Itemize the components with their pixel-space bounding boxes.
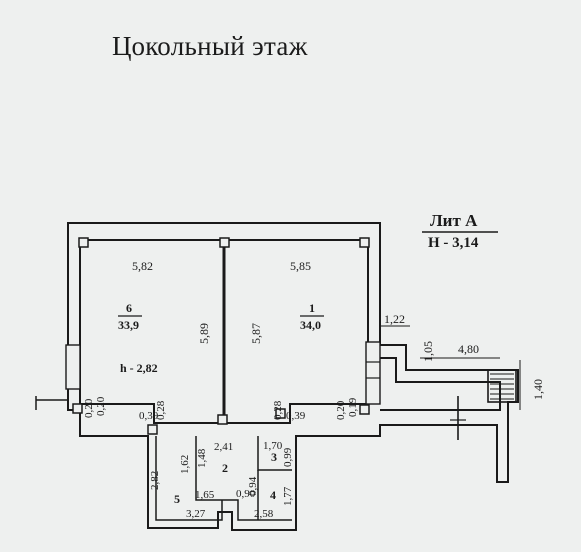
- dim-0-39-a: 0,39: [139, 410, 159, 422]
- inner-wall: [79, 239, 369, 424]
- column-8: [359, 404, 370, 415]
- dim-5-87: 5,87: [249, 323, 263, 344]
- corridor-inner-wall: [380, 357, 501, 411]
- column-2: [219, 237, 230, 248]
- dim-1-48: 1,48: [196, 448, 208, 468]
- page-title: Цокольный этаж: [112, 31, 308, 61]
- dim-0-39-b: 0,39: [286, 410, 306, 422]
- window-right: [365, 341, 381, 405]
- dim-1-62: 1,62: [179, 454, 191, 474]
- room-6-number: 6: [126, 301, 132, 315]
- dim-0-94: 0,94: [247, 476, 259, 496]
- column-5: [147, 424, 158, 435]
- dim-0-20-b: 0,20: [95, 396, 107, 416]
- room-6-area: 33,9: [118, 318, 139, 332]
- room-6-height: h - 2,82: [120, 361, 158, 375]
- column-1: [78, 237, 89, 248]
- dim-4-80: 4,80: [458, 342, 479, 356]
- dim-1-22: 1,22: [384, 312, 405, 326]
- dim-1-65: 1,65: [195, 489, 215, 501]
- lit-label: Лит А: [430, 211, 478, 230]
- dim-2-41: 2,41: [214, 441, 234, 453]
- column-3: [359, 237, 370, 248]
- room-1-number: 1: [309, 301, 315, 315]
- dim-1-77: 1,77: [282, 486, 294, 506]
- dim-5-89: 5,89: [197, 323, 211, 344]
- column-4: [72, 403, 83, 414]
- room-4-number: 4: [270, 488, 276, 502]
- dim-0-20-a: 0,20: [83, 398, 95, 418]
- dim-1-70: 1,70: [263, 440, 283, 452]
- column-7: [275, 408, 286, 419]
- dim-0-19: 0,19: [347, 397, 359, 417]
- dim-0-28-b: 0,28: [272, 400, 284, 420]
- dim-0-28-a: 0,28: [155, 400, 167, 420]
- room-3-number: 3: [271, 450, 277, 464]
- dim-5-85: 5,85: [290, 259, 311, 273]
- dim-3-27: 3,27: [186, 508, 206, 520]
- dim-2-82: 2,82: [149, 470, 161, 490]
- dim-0-20-c: 0,20: [335, 400, 347, 420]
- dim-0-90: 0,90: [236, 488, 256, 500]
- dim-1-40: 1,40: [531, 379, 545, 400]
- room-5-number: 5: [174, 492, 180, 506]
- lit-height: Н - 3,14: [428, 235, 479, 251]
- stair-block: [487, 369, 517, 403]
- outer-wall: [67, 222, 519, 531]
- dim-0-99: 0,99: [282, 447, 294, 467]
- room-2-wall: [195, 436, 292, 521]
- room-5-wall: [155, 436, 223, 521]
- room-1-area: 34,0: [300, 318, 321, 332]
- room-2-number: 2: [222, 461, 228, 475]
- column-6: [217, 414, 228, 425]
- stair-treads: [490, 373, 514, 400]
- window-left: [65, 344, 81, 390]
- dim-1-05: 1,05: [421, 341, 435, 362]
- entry-step: [35, 396, 68, 410]
- dim-5-82: 5,82: [132, 259, 153, 273]
- dim-2-58: 2,58: [254, 508, 274, 520]
